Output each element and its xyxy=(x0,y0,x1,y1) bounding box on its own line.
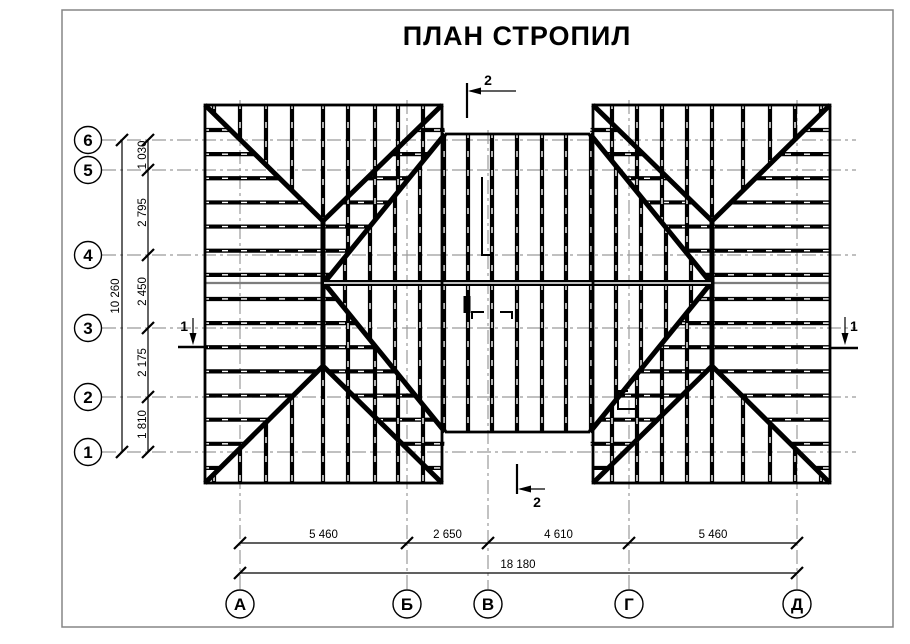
section1-left-label: 1 xyxy=(180,318,188,334)
section2-top-arrowhead xyxy=(468,87,481,95)
grid-bubble-col xyxy=(473,589,503,619)
dimension-tick xyxy=(115,133,129,147)
grid-bubble-row xyxy=(73,313,103,343)
grid-bubble-col-label: Б xyxy=(401,595,413,614)
grid-bubble-row-label: 3 xyxy=(83,319,92,338)
hip-line xyxy=(710,103,832,223)
rafter-layer xyxy=(205,105,830,483)
dimension-label-horizontal: 2 650 xyxy=(433,529,462,541)
section2-bottom-label: 2 xyxy=(533,494,541,510)
dimension-tick xyxy=(790,536,804,550)
grid-bubble-col-label: Д xyxy=(791,595,803,614)
hip-line xyxy=(321,103,444,223)
page-title: ПЛАН СТРОПИЛ xyxy=(403,21,632,51)
hip-line xyxy=(591,364,714,485)
dimension-label-horizontal: 5 460 xyxy=(309,529,338,541)
grid-bubble-col-label: Г xyxy=(624,595,634,614)
dimension-tick xyxy=(141,445,155,459)
valley-line xyxy=(322,281,447,434)
post-symbol xyxy=(463,296,471,313)
valley-line xyxy=(322,132,447,285)
dimension-label-vertical: 2 450 xyxy=(137,277,149,306)
dimension-tick xyxy=(622,536,636,550)
hip-line xyxy=(203,364,325,485)
grid-bubble-col xyxy=(225,589,255,619)
cut-jog-line xyxy=(481,177,491,256)
valley-line xyxy=(588,281,713,434)
left-wing-eave-outline xyxy=(203,103,444,485)
bracket-symbol xyxy=(471,311,484,319)
section1-right-label: 1 xyxy=(850,318,858,334)
dimension-tick xyxy=(790,566,804,580)
hip-line xyxy=(710,364,832,485)
grid-bubble-row-label: 5 xyxy=(83,161,92,180)
dimension-label-vertical: 1 810 xyxy=(137,410,149,439)
dimension-tick xyxy=(141,321,155,335)
dimension-tick xyxy=(141,163,155,177)
grid-bubble-row-label: 4 xyxy=(83,246,93,265)
dimension-tick xyxy=(141,248,155,262)
bracket-symbol xyxy=(500,311,513,319)
dimension-label-vertical: 2 795 xyxy=(137,198,149,227)
grid-bubble-row xyxy=(73,382,103,412)
hip-valley-ridge-layer xyxy=(203,103,832,485)
section-marker-layer: 2 2 1 1 xyxy=(178,72,858,510)
grid-bubble-row-label: 1 xyxy=(83,443,92,462)
valley-line xyxy=(588,132,713,285)
roof-outline-layer xyxy=(203,103,832,485)
section2-bottom-arrowhead xyxy=(518,485,531,493)
dimension-label-vertical: 1 030 xyxy=(137,141,149,170)
grid-bubble-row xyxy=(73,155,103,185)
opening-symbol xyxy=(617,390,639,410)
grid-bubble-col-label: В xyxy=(482,595,494,614)
dimension-tick xyxy=(141,390,155,404)
grid-bubble-row-label: 2 xyxy=(83,388,92,407)
dimension-tick xyxy=(141,133,155,147)
hip-line xyxy=(321,364,444,485)
hip-line xyxy=(203,103,325,223)
right-wing-eave-outline xyxy=(591,103,832,485)
dimension-label-vertical-total: 10 260 xyxy=(110,278,122,313)
grid-bubble-layer: 6 5 4 3 2 1А Б В Г Д xyxy=(73,125,812,619)
grid-bubble-col xyxy=(614,589,644,619)
dimension-tick xyxy=(115,445,129,459)
dimension-label-horizontal: 5 460 xyxy=(699,529,728,541)
dimension-label-horizontal: 4 610 xyxy=(544,529,573,541)
detail-symbols-layer xyxy=(463,177,639,410)
section1-left-arrowhead xyxy=(189,333,197,345)
grid-bubble-row-label: 6 xyxy=(83,131,92,150)
dimension-label-horizontal-total: 18 180 xyxy=(500,559,535,571)
sheet-frame xyxy=(61,9,894,628)
grid-bubble-row xyxy=(73,437,103,467)
dimension-label-vertical: 2 175 xyxy=(137,348,149,377)
dimension-tick xyxy=(400,536,414,550)
hip-line xyxy=(591,103,714,223)
grid-bubble-row xyxy=(73,240,103,270)
dimension-tick xyxy=(233,536,247,550)
section1-right-arrowhead xyxy=(841,333,849,345)
section2-top-label: 2 xyxy=(484,72,492,88)
grid-bubble-col xyxy=(782,589,812,619)
grid-bubble-row xyxy=(73,125,103,155)
grid-bubble-col xyxy=(392,589,422,619)
dimension-tick xyxy=(233,566,247,580)
grid-bubble-col-label: А xyxy=(234,595,246,614)
dimension-layer: 1 030 2 795 2 450 2 175 1 810 10 260 5 460 2 65… xyxy=(110,133,804,580)
dimension-tick xyxy=(481,536,495,550)
